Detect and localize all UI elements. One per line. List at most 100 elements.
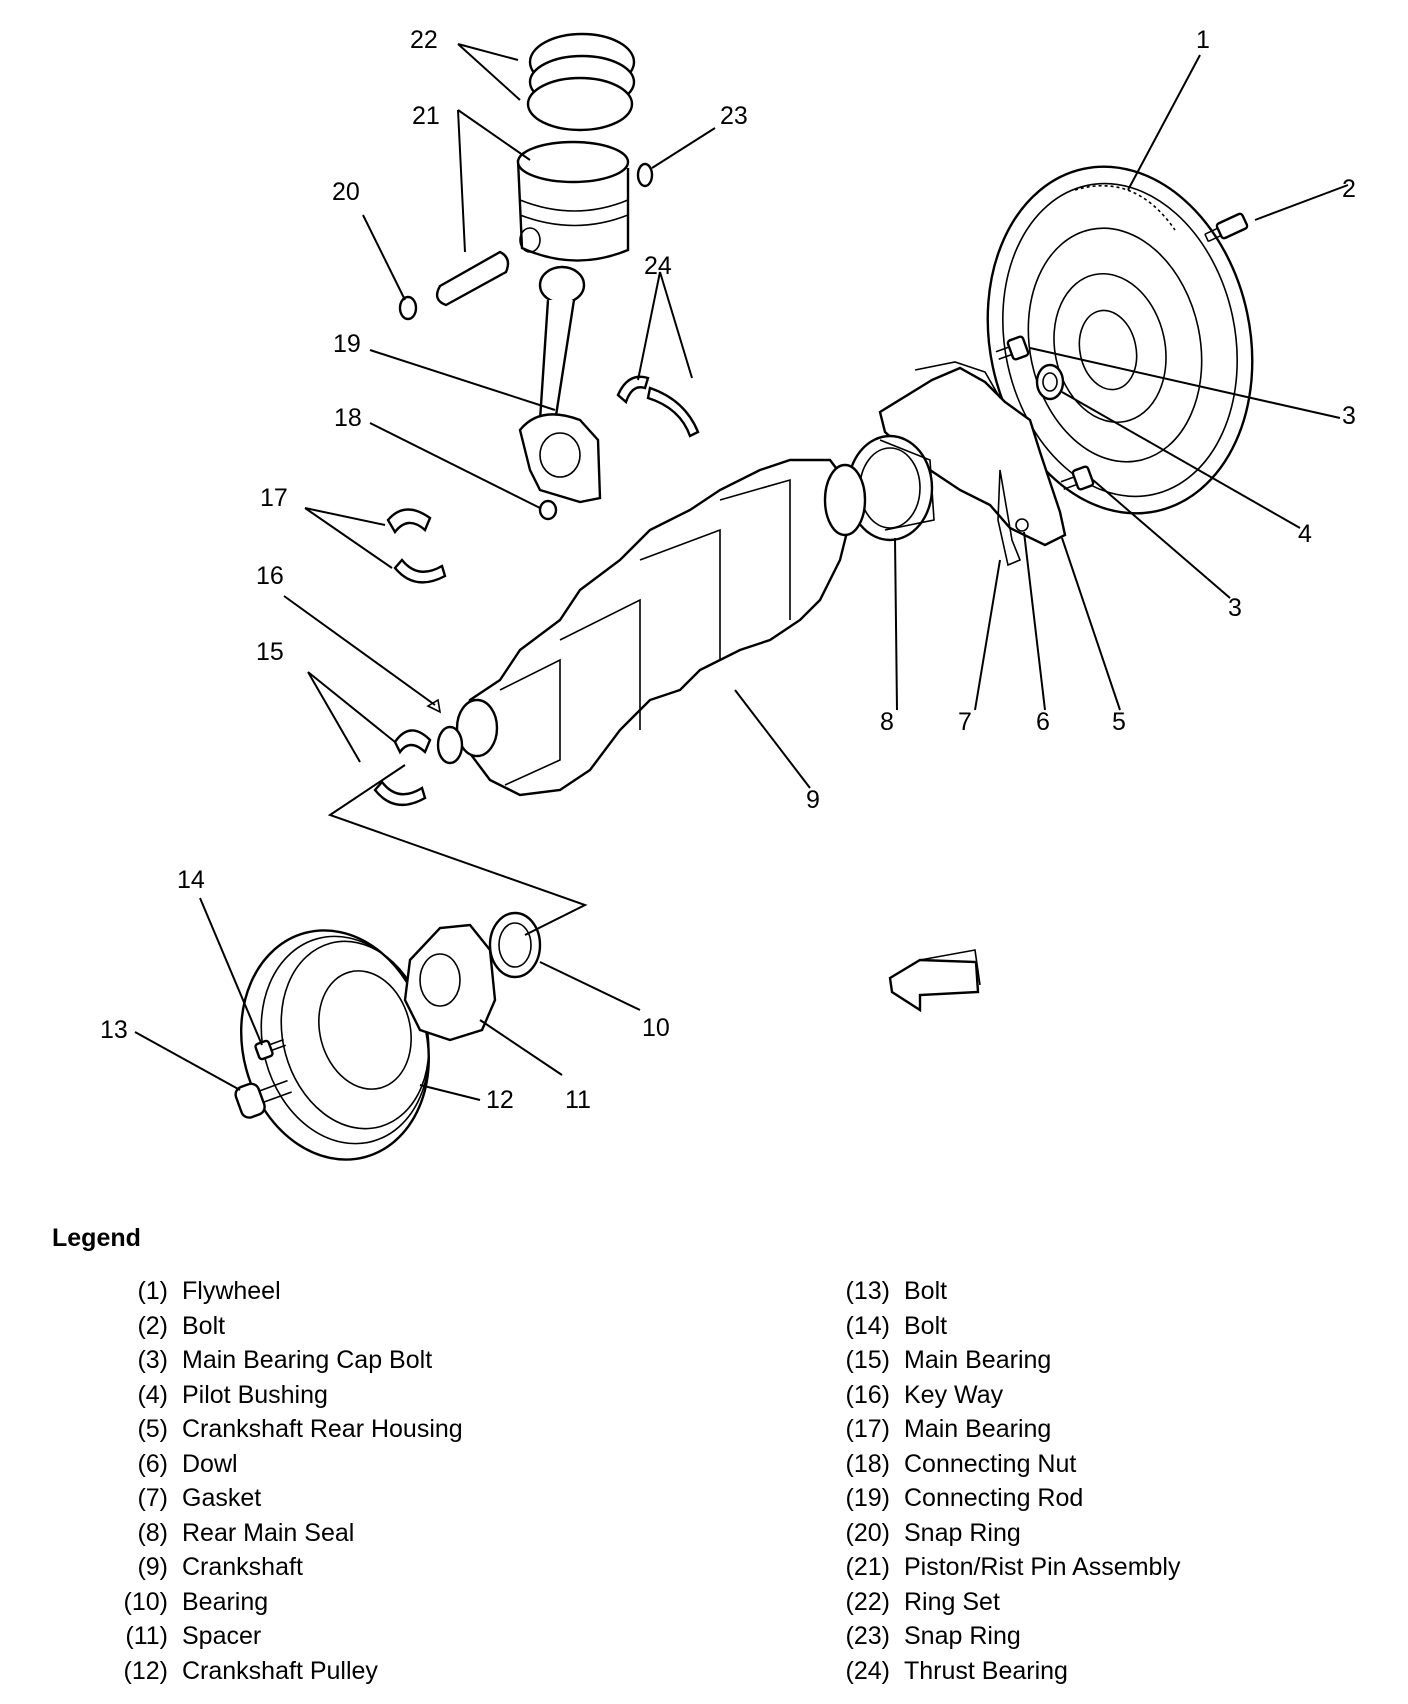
callout-9: 9 xyxy=(806,786,820,814)
legend-item-number: (8) xyxy=(137,1518,168,1547)
legend-item: (23) Snap Ring xyxy=(826,1619,1181,1654)
callout-1: 1 xyxy=(1196,26,1210,54)
crankshaft-drawing xyxy=(436,458,867,797)
legend-item-label: Crankshaft Pulley xyxy=(182,1656,378,1685)
callout-24: 24 xyxy=(644,252,672,280)
legend-item-label: Flywheel xyxy=(182,1277,281,1305)
callout-15: 15 xyxy=(256,638,284,666)
flywheel-drawing xyxy=(986,165,1254,515)
legend-item: (2) Bolt xyxy=(92,1309,463,1344)
legend-item-number: (15) xyxy=(845,1346,890,1374)
legend-item: (1) Flywheel xyxy=(92,1274,463,1309)
legend-item: (9) Crankshaft xyxy=(92,1550,463,1585)
callout-14: 14 xyxy=(177,866,205,894)
legend-item-number: (4) xyxy=(137,1380,168,1409)
leader-lines xyxy=(134,43,1349,1101)
exploded-view-diagram: 1 2 3 3 4 5 6 7 8 9 10 11 12 13 14 15 16… xyxy=(100,26,1356,1161)
legend-item-label: Main Bearing xyxy=(904,1415,1052,1443)
legend-item-number: (22) xyxy=(845,1587,890,1616)
callout-13: 13 xyxy=(100,1016,128,1044)
legend-item-number: (7) xyxy=(137,1484,168,1512)
legend-item: (3) Main Bearing Cap Bolt xyxy=(92,1343,463,1378)
legend-item-label: Bearing xyxy=(182,1587,269,1616)
legend-item: (11) Spacer xyxy=(92,1619,463,1654)
legend-item-number: (18) xyxy=(845,1449,890,1478)
callout-4: 4 xyxy=(1298,520,1312,548)
legend-item-number: (10) xyxy=(123,1587,168,1616)
callout-20: 20 xyxy=(332,178,360,206)
legend-item-number: (24) xyxy=(845,1656,890,1685)
legend-item: (12) Crankshaft Pulley xyxy=(92,1654,463,1689)
callout-11: 11 xyxy=(565,1086,591,1114)
legend-item-label: Pilot Bushing xyxy=(182,1380,328,1409)
legend-item-label: Crankshaft xyxy=(182,1553,303,1581)
callout-5: 5 xyxy=(1112,708,1126,736)
direction-arrow-icon xyxy=(888,949,981,1013)
callout-3-lower: 3 xyxy=(1228,594,1242,622)
legend-item: (8) Rear Main Seal xyxy=(92,1516,463,1551)
pulley-drawing xyxy=(234,911,542,1161)
legend-item: (21)Piston/Rist Pin Assembly xyxy=(826,1550,1181,1585)
legend-item-label: Gasket xyxy=(182,1484,262,1512)
legend-item: (15) Main Bearing xyxy=(826,1343,1181,1378)
legend-item: (16) Key Way xyxy=(826,1378,1181,1413)
legend-item-label: Main Bearing Cap Bolt xyxy=(182,1346,433,1374)
callout-numbers: 1 2 3 3 4 5 6 7 8 9 10 11 12 13 14 15 16… xyxy=(100,26,1356,1114)
legend-item: (7) Gasket xyxy=(92,1481,463,1516)
legend-item-number: (16) xyxy=(845,1380,890,1409)
legend-item: (18) Connecting Nut xyxy=(826,1447,1181,1482)
legend-item-number: (9) xyxy=(137,1553,168,1581)
callout-7: 7 xyxy=(958,708,972,736)
bearing-shell-drawings xyxy=(373,375,700,807)
legend-item-number: (23) xyxy=(845,1622,890,1650)
callout-8: 8 xyxy=(880,708,894,736)
legend-column-left: (1) Flywheel (2) Bolt (3) Main Bearing Cap Bo… xyxy=(92,1274,463,1688)
legend-item-label: Dowl xyxy=(182,1449,238,1478)
legend-item-number: (12) xyxy=(123,1656,168,1685)
legend-item-number: (20) xyxy=(845,1518,890,1547)
rear-housing-drawing xyxy=(846,361,1067,567)
callout-2: 2 xyxy=(1342,175,1356,203)
callout-10: 10 xyxy=(642,1014,670,1042)
legend-item-number: (17) xyxy=(845,1415,890,1443)
legend-column-right: (13)Bolt(14)Bolt(15)Main Bearing(16)Key … xyxy=(826,1274,1181,1688)
callout-6: 6 xyxy=(1036,708,1050,736)
legend-item-label: Rear Main Seal xyxy=(182,1518,355,1547)
callout-22: 22 xyxy=(410,26,438,54)
legend-item: (22) Ring Set xyxy=(826,1585,1181,1620)
legend-item-label: Key Way xyxy=(904,1380,1004,1409)
callout-3-upper: 3 xyxy=(1342,402,1356,430)
callout-12: 12 xyxy=(486,1086,514,1114)
legend-item-label: Connecting Nut xyxy=(904,1449,1077,1478)
legend-item-number: (3) xyxy=(137,1346,168,1374)
connecting-rod-drawing xyxy=(518,265,602,521)
callout-19: 19 xyxy=(333,330,361,358)
legend-item-number: (11) xyxy=(125,1622,168,1650)
callout-23: 23 xyxy=(720,102,748,130)
legend-item: (6) Dowl xyxy=(92,1447,463,1482)
legend-item-number: (1) xyxy=(137,1277,168,1305)
legend-item-label: Bolt xyxy=(182,1311,226,1340)
legend-item-number: (2) xyxy=(137,1311,168,1340)
piston-assembly-drawing xyxy=(398,32,654,321)
legend-item-label: Piston/Rist Pin Assembly xyxy=(904,1553,1181,1581)
legend-item-label: Snap Ring xyxy=(904,1622,1021,1650)
legend-item-label: Spacer xyxy=(182,1622,262,1650)
legend-item-label: Ring Set xyxy=(904,1587,1000,1616)
legend-item: (19) Connecting Rod xyxy=(826,1481,1181,1516)
callout-17: 17 xyxy=(260,484,288,512)
legend-item: (24) Thrust Bearing xyxy=(826,1654,1181,1689)
legend-item-label: Connecting Rod xyxy=(904,1484,1084,1512)
legend-item: (4) Pilot Bushing xyxy=(92,1378,463,1413)
legend-item-number: (13) xyxy=(845,1277,890,1305)
callout-16: 16 xyxy=(256,562,284,590)
callout-21: 21 xyxy=(412,102,440,130)
legend-item-number: (5) xyxy=(137,1415,168,1443)
legend-item: (20)Snap Ring xyxy=(826,1516,1181,1551)
legend-item-label: Main Bearing xyxy=(904,1346,1052,1374)
legend-item-number: (19) xyxy=(845,1484,890,1512)
callout-18: 18 xyxy=(334,404,362,432)
legend-item-label: Bolt xyxy=(904,1311,948,1340)
legend-item-label: Thrust Bearing xyxy=(904,1656,1068,1685)
legend-item-number: (6) xyxy=(137,1449,168,1478)
